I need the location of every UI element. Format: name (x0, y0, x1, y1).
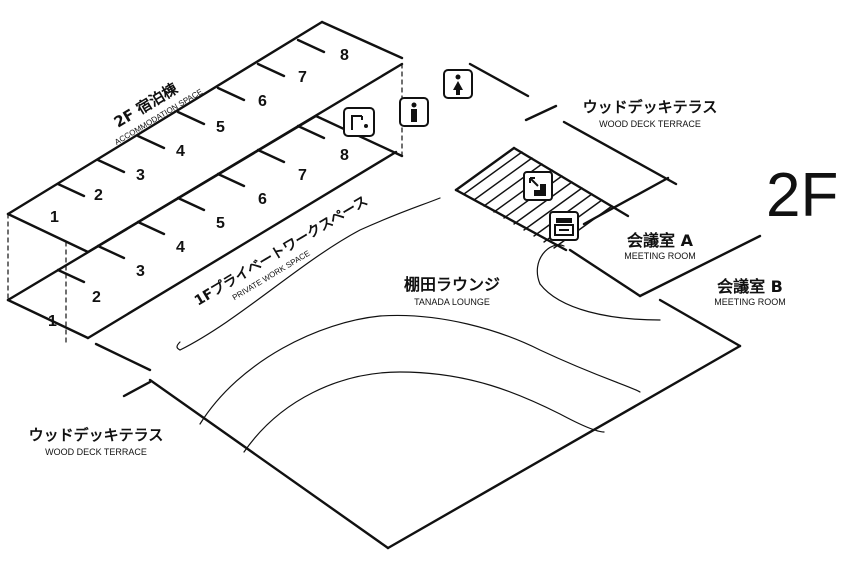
terrace-top-label-en: WOOD DECK TERRACE (599, 119, 701, 129)
room-number: 7 (298, 167, 307, 184)
room-number: 1 (48, 313, 57, 330)
pillars (7, 63, 403, 347)
room-number: 2 (94, 187, 103, 204)
room-number: 4 (176, 239, 185, 256)
room-number: 8 (340, 147, 349, 164)
terrace-top-label-jp: ウッドデッキテラス (583, 98, 718, 116)
washroom-icon (343, 107, 375, 137)
meeting-b-label-jp: 会議室 B (717, 277, 783, 296)
work-space-label-jp: 1Fプライベートワークスペース (192, 193, 371, 309)
meeting-a-label-jp: 会議室 A (627, 231, 694, 250)
room-number: 4 (176, 143, 185, 160)
meeting-b-label-en: MEETING ROOM (714, 297, 786, 307)
lounge-label: 棚田ラウンジ TANADA LOUNGE (404, 275, 500, 307)
main-floor-outline (94, 62, 762, 550)
terrace-bottom-label: ウッドデッキテラス WOOD DECK TERRACE (29, 426, 164, 457)
upper-room-numbers: 1 2 3 4 5 6 7 8 (50, 47, 349, 226)
toilet-icon (399, 97, 429, 127)
room-number: 5 (216, 119, 225, 136)
meeting-room-a-label: 会議室 A MEETING ROOM (624, 231, 696, 261)
room-number: 6 (258, 93, 267, 110)
terrace-bottom-label-en: WOOD DECK TERRACE (45, 447, 147, 457)
room-number: 1 (50, 209, 59, 226)
room-number: 7 (298, 69, 307, 86)
terrace-bottom-edge (122, 380, 152, 398)
lounge-label-jp: 棚田ラウンジ (404, 275, 500, 294)
room-number: 2 (92, 289, 101, 306)
floor-label: 2F (766, 161, 838, 230)
room-number: 5 (216, 215, 225, 232)
work-space-label: 1Fプライベートワークスペース PRIVATE WORK SPACE (192, 193, 371, 309)
lower-room-numbers: 1 2 3 4 5 6 7 8 (48, 147, 349, 330)
terrace-bottom-label-jp: ウッドデッキテラス (29, 426, 164, 444)
terrace-top-label: ウッドデッキテラス WOOD DECK TERRACE (583, 98, 718, 129)
copier-icon (549, 211, 579, 241)
meeting-room-b-label: 会議室 B MEETING ROOM (714, 277, 786, 307)
accommodation-label: 2F 宿泊棟 ACCOMMODATION SPACE (111, 79, 204, 147)
work-space-wing (6, 114, 404, 340)
toilet-icon (443, 69, 473, 99)
room-number: 3 (136, 167, 145, 184)
stairs-icon (523, 171, 553, 201)
room-number: 6 (258, 191, 267, 208)
lounge-contours (176, 197, 661, 453)
lounge-label-en: TANADA LOUNGE (414, 297, 490, 307)
room-number: 8 (340, 47, 349, 64)
meeting-a-label-en: MEETING ROOM (624, 251, 696, 261)
room-number: 3 (136, 263, 145, 280)
